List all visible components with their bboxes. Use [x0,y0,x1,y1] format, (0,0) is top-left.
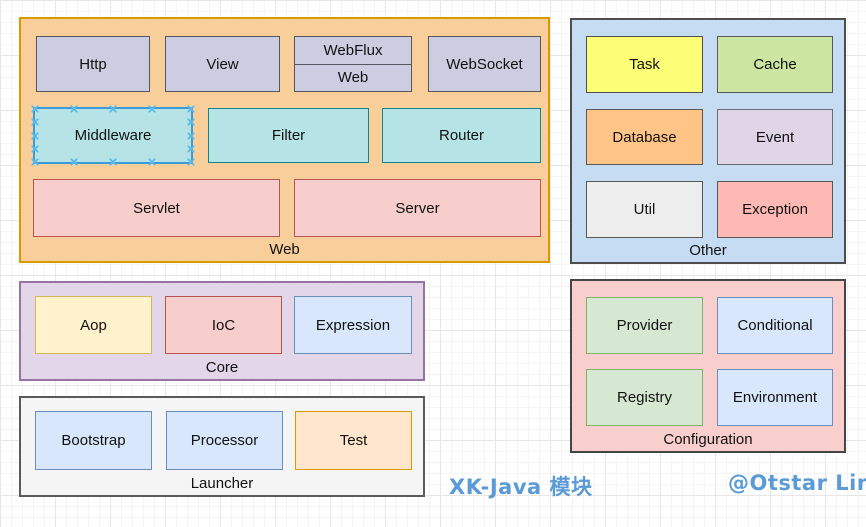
shape-label: Web [337,69,369,87]
shape-web-inner[interactable]: Web [295,63,411,92]
group-core[interactable]: Aop IoC Expression Core [19,281,425,381]
selection-handle-icon[interactable] [70,105,78,113]
shape-label: Filter [271,127,306,144]
shape-label: Event [755,128,795,146]
shape-webflux[interactable]: WebFlux [295,37,411,64]
shape-view[interactable]: View [165,36,280,92]
selection-handle-icon[interactable] [187,118,195,126]
shape-filter[interactable]: Filter [208,108,369,163]
selection-handle-icon[interactable] [148,105,156,113]
selection-handle-icon[interactable] [31,145,39,153]
shape-environment[interactable]: Environment [717,369,833,426]
shape-expression[interactable]: Expression [294,296,412,354]
shape-label: Cache [753,56,797,73]
shape-cache[interactable]: Cache [717,36,833,93]
group-label-web: Web [269,241,300,258]
shape-label: Server [395,199,440,217]
shape-util[interactable]: Util [586,181,703,238]
shape-label: WebSocket [446,55,523,73]
shape-label: Router [438,127,485,144]
shape-conditional[interactable]: Conditional [717,297,833,354]
selection-handle-icon[interactable] [31,132,39,139]
shape-event[interactable]: Event [717,109,833,165]
shape-label: Middleware [74,127,152,144]
shape-label: Expression [315,316,391,334]
group-label-core: Core [205,359,239,376]
selection-handle-icon[interactable] [31,118,39,126]
group-other[interactable]: Task Cache Database Event Util Exception… [570,18,846,264]
shape-task[interactable]: Task [586,36,703,93]
selection-handle-icon[interactable] [187,145,195,153]
selection-handle-icon[interactable] [109,105,117,113]
shape-router[interactable]: Router [382,108,541,163]
shape-label: Conditional [737,317,813,334]
selection-handle-icon[interactable] [109,158,117,166]
shape-label: Environment [732,389,818,406]
shape-exception[interactable]: Exception [717,181,833,238]
group-label-launcher: Launcher [190,475,254,492]
diagram-caption[interactable]: XK-Java 模块 [449,475,593,499]
shape-label: Exception [742,201,808,218]
shape-database[interactable]: Database [586,109,703,165]
group-launcher[interactable]: Bootstrap Processor Test Launcher [19,396,425,497]
selection-handle-icon[interactable] [148,158,156,166]
selection-handle-icon[interactable] [70,158,78,166]
group-web[interactable]: Http View WebFlux Web WebSocket Middlewa… [19,17,550,263]
shape-label: Processor [190,432,259,449]
shape-bootstrap[interactable]: Bootstrap [35,411,152,470]
selection-handle-icon[interactable] [31,105,39,113]
shape-server[interactable]: Server [294,179,541,237]
shape-label: IoC [211,316,236,334]
shape-label: Task [629,56,660,73]
shape-label: Registry [616,389,672,406]
shape-label: Bootstrap [61,432,126,449]
shape-webflux-web-stack[interactable]: WebFlux Web [294,36,412,92]
shape-websocket[interactable]: WebSocket [428,36,541,92]
shape-label: WebFlux [323,41,383,59]
diagram-credit[interactable]: @Otstar Lin [728,471,866,495]
shape-test[interactable]: Test [295,411,412,470]
shape-ioc[interactable]: IoC [165,296,282,354]
selection-handle-icon[interactable] [187,158,195,166]
selection-handle-icon[interactable] [187,105,195,113]
shape-label: Http [79,55,107,73]
shape-servlet[interactable]: Servlet [33,179,280,237]
shape-label: Aop [80,316,107,334]
shape-label: Servlet [133,199,180,217]
selection-handle-icon[interactable] [187,132,195,139]
shape-label: Util [633,201,656,218]
shape-registry[interactable]: Registry [586,369,703,426]
group-label-other: Other [689,242,727,259]
shape-label: Test [339,432,368,449]
selection-handle-icon[interactable] [31,158,39,166]
shape-aop[interactable]: Aop [35,296,152,354]
shape-middleware-selected[interactable]: Middleware [31,105,195,166]
shape-label: Database [612,128,677,146]
shape-provider[interactable]: Provider [586,297,703,354]
group-configuration[interactable]: Provider Conditional Registry Environmen… [570,279,846,453]
shape-processor[interactable]: Processor [166,411,283,470]
shape-http[interactable]: Http [36,36,150,92]
group-label-configuration: Configuration [663,431,753,448]
shape-label: Provider [616,317,673,334]
shape-label: View [206,55,239,73]
